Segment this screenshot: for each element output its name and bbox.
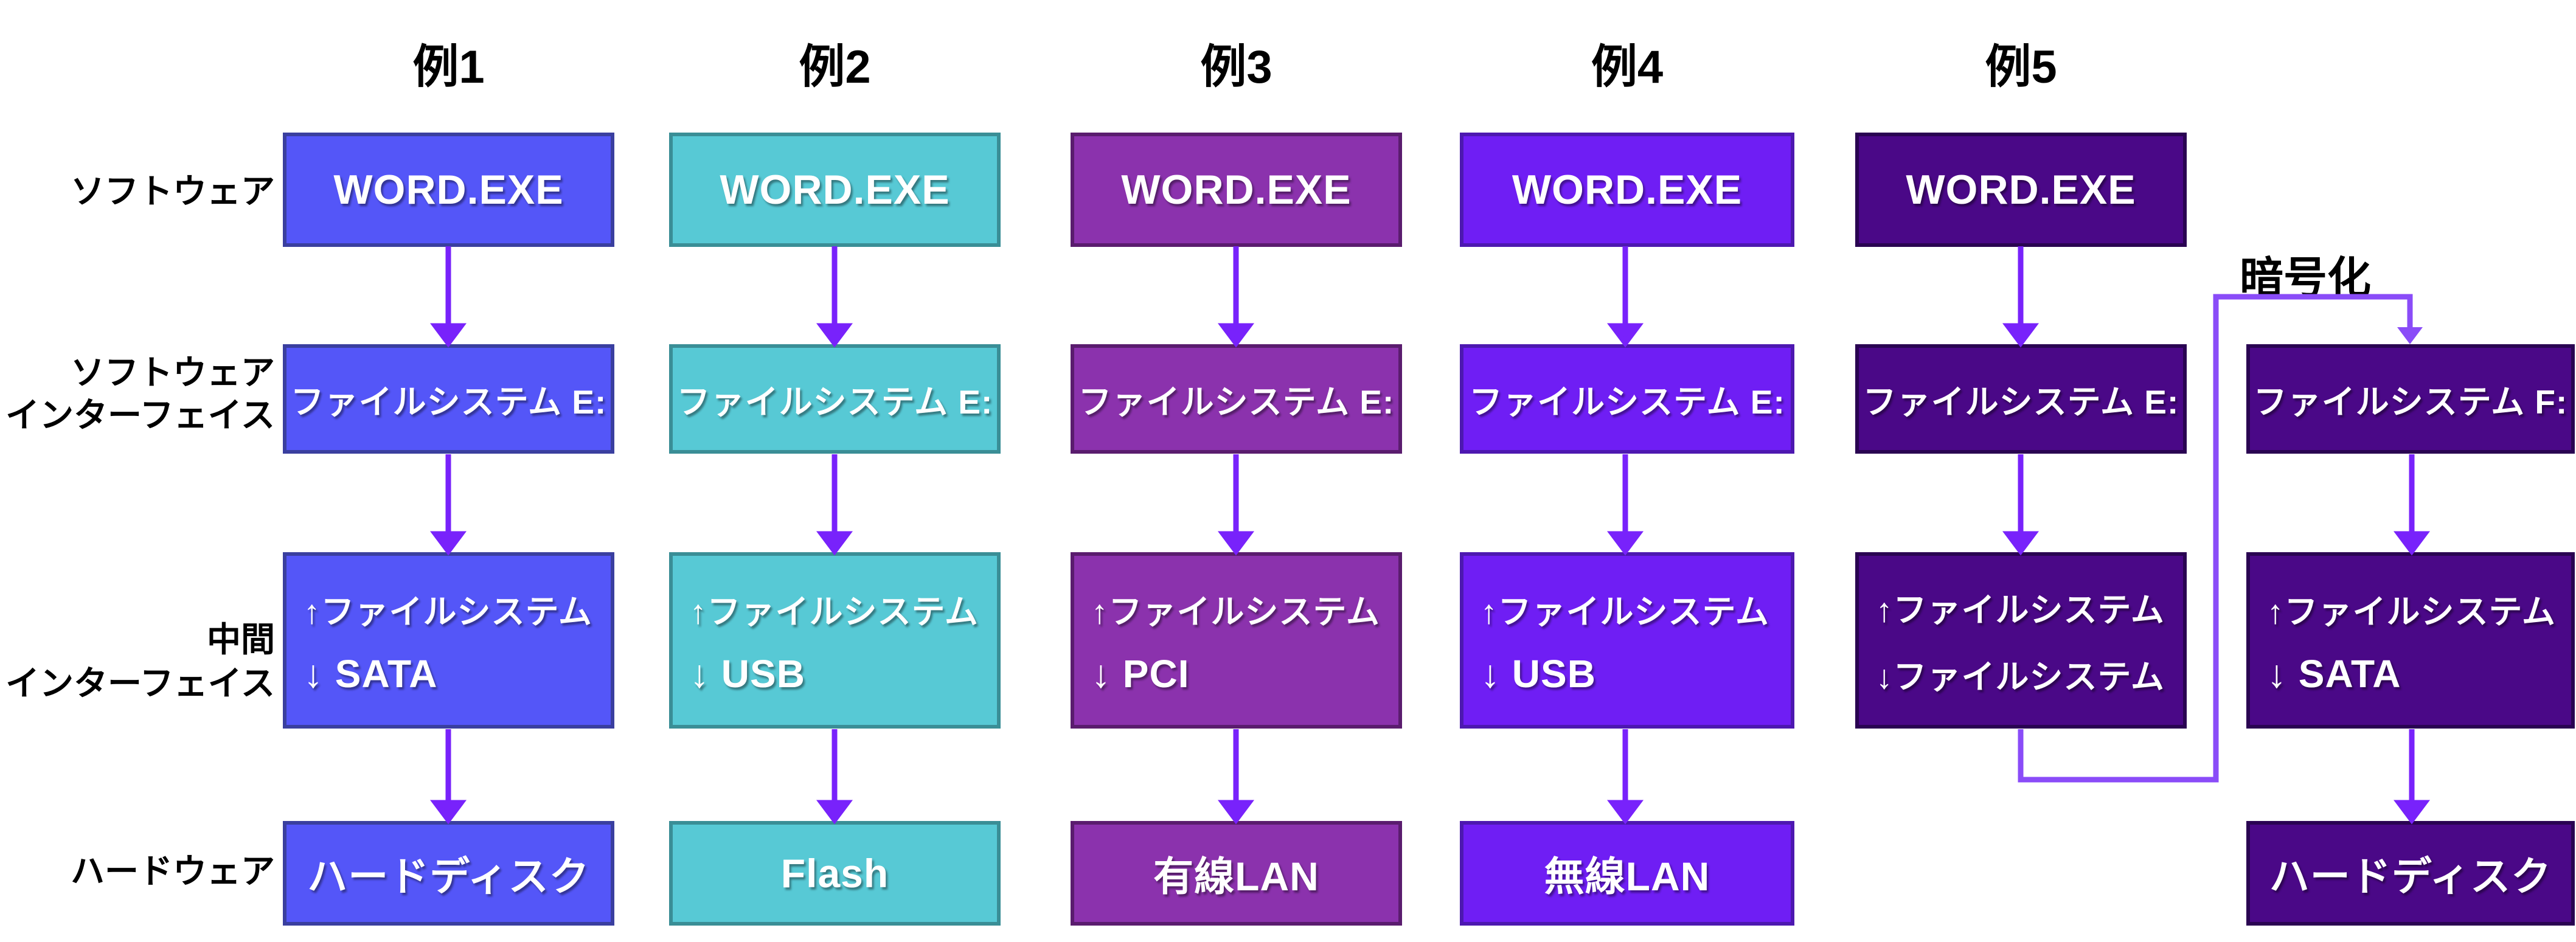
arrowhead-icon — [816, 800, 853, 825]
hardware-box-col3: 有線LAN — [1071, 821, 1402, 926]
software-box-col4: WORD.EXE — [1460, 133, 1794, 247]
middle-down-line-col6: ↓ SATA — [2267, 652, 2401, 696]
middle-up-line-col6: ↑ファイルシステム — [2267, 593, 2556, 631]
arrowhead-icon — [430, 323, 467, 348]
middle-up-line-col5: ↑ファイルシステム — [1876, 591, 2165, 629]
arrowhead-icon — [816, 323, 853, 348]
column-title-1: 例1 — [412, 41, 485, 93]
middle-down-line-col1: ↓ SATA — [304, 652, 438, 696]
arrowhead-icon — [2002, 323, 2039, 348]
arrowhead-icon — [816, 531, 853, 556]
middle-down-line-col3: ↓ PCI — [1091, 652, 1190, 696]
encryption-label: 暗号化 — [2239, 254, 2371, 303]
software-interface-box-col3: ファイルシステム E: — [1071, 344, 1402, 454]
middle-down-line-col4: ↓ USB — [1481, 652, 1596, 696]
row-label-software-interface-line2: インターフェイス — [5, 396, 275, 434]
row-label-hardware: ハードウェア — [71, 852, 275, 890]
arrowhead-icon — [430, 531, 467, 556]
middle-up-line-col3: ↑ファイルシステム — [1091, 593, 1380, 631]
middle-interface-box-col5: ↑ファイルシステム ↓ファイルシステム — [1855, 552, 2187, 729]
hardware-box-col1: ハードディスク — [283, 821, 614, 926]
arrowhead-icon — [2394, 800, 2430, 825]
row-label-software-interface-line1: ソフトウェア — [71, 353, 275, 392]
software-interface-box-col1: ファイルシステム E: — [283, 344, 614, 454]
row-label-middle-interface: 中間 インターフェイス — [0, 618, 275, 705]
software-interface-box-col5: ファイルシステム E: — [1855, 344, 2187, 454]
middle-interface-box-col2: ↑ファイルシステム ↓ USB — [669, 552, 1001, 729]
software-box-col5: WORD.EXE — [1855, 133, 2187, 247]
software-interface-box-col4: ファイルシステム E: — [1460, 344, 1794, 454]
column-title-4: 例4 — [1591, 41, 1664, 93]
software-box-col2: WORD.EXE — [669, 133, 1001, 247]
middle-up-line-col2: ↑ファイルシステム — [690, 593, 979, 631]
middle-down-line-col5: ↓ファイルシステム — [1876, 658, 2165, 696]
hardware-box-col2: Flash — [669, 821, 1001, 926]
software-interface-box-col2: ファイルシステム E: — [669, 344, 1001, 454]
hardware-box-col4: 無線LAN — [1460, 821, 1794, 926]
column-title-5: 例5 — [1985, 41, 2057, 93]
middle-interface-box-col6: ↑ファイルシステム ↓ SATA — [2246, 552, 2575, 729]
software-box-col1: WORD.EXE — [283, 133, 614, 247]
row-label-middle-interface-line2: インターフェイス — [5, 664, 275, 702]
arrowhead-icon — [1607, 800, 1644, 825]
row-label-middle-interface-line1: 中間 — [207, 620, 275, 659]
arrowhead-icon — [1607, 531, 1644, 556]
column-title-2: 例2 — [799, 41, 871, 93]
arrowhead-icon — [1218, 323, 1254, 348]
hardware-box-col6: ハードディスク — [2246, 821, 2575, 926]
row-label-software: ソフトウェア — [71, 172, 275, 210]
column-title-3: 例3 — [1200, 41, 1272, 93]
software-box-col3: WORD.EXE — [1071, 133, 1402, 247]
row-label-software-interface: ソフトウェア インターフェイス — [0, 352, 275, 437]
middle-up-line-col1: ↑ファイルシステム — [304, 593, 592, 631]
flow-arrows — [430, 246, 2430, 825]
software-interface-box-col6: ファイルシステム F: — [2246, 344, 2575, 454]
middle-down-line-col2: ↓ USB — [690, 652, 805, 696]
arrowhead-icon — [430, 800, 467, 825]
arrowhead-icon — [2002, 531, 2039, 556]
arrowhead-icon — [2397, 327, 2423, 344]
arrowhead-icon — [1218, 800, 1254, 825]
arrowhead-icon — [2394, 531, 2430, 556]
middle-up-line-col4: ↑ファイルシステム — [1481, 593, 1769, 631]
middle-interface-box-col1: ↑ファイルシステム ↓ SATA — [283, 552, 614, 729]
middle-interface-box-col3: ↑ファイルシステム ↓ PCI — [1071, 552, 1402, 729]
middle-interface-box-col4: ↑ファイルシステム ↓ USB — [1460, 552, 1794, 729]
arrowhead-icon — [1607, 323, 1644, 348]
arrowhead-icon — [1218, 531, 1254, 556]
